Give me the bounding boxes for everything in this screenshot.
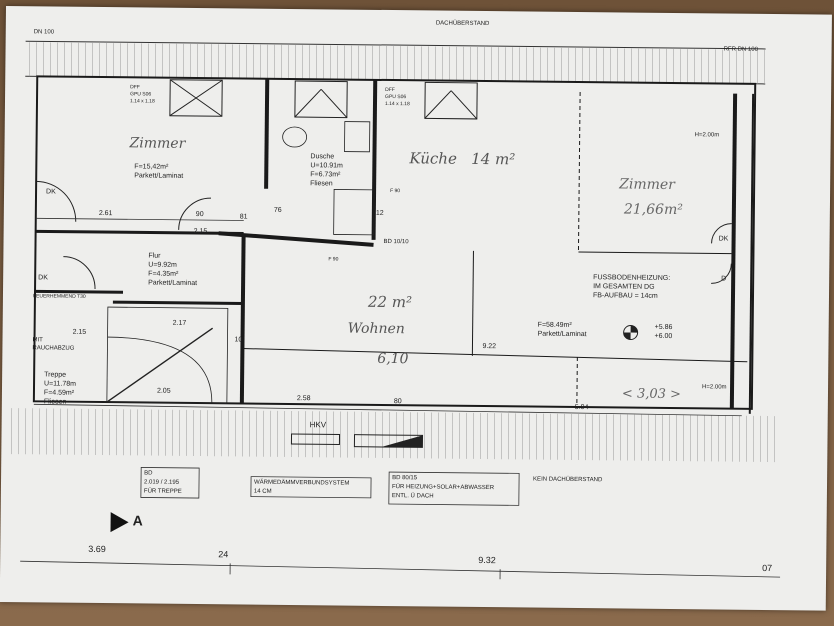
legend-bd80-1: BD 80/15 (392, 475, 418, 482)
dn-left-label: DN 100 (33, 29, 55, 36)
legend-bd-stair-1: BD (144, 470, 153, 477)
wohnen-handwritten-area: 22 m² (367, 292, 413, 312)
zimmer1-handwritten: Zimmer (129, 135, 186, 152)
dim-24: 24 (218, 549, 229, 560)
size-label-2: 1.14 x 1.18 (384, 100, 410, 108)
dim-369: 3.69 (88, 543, 106, 555)
flur-f: F=4.35m² (148, 270, 179, 278)
floor-plan-sheet: DACHÜBERSTAND DN 100 RFR DN 100 DFF GPU … (0, 6, 832, 611)
dk-2: DK (38, 274, 48, 282)
wohnen-floor: Parkett/Laminat (537, 330, 587, 339)
heizung-line-3: FB-AUFBAU = 14cm (592, 292, 658, 300)
f90-b: F 90 (328, 256, 339, 263)
dusche-f: F=6.73m² (310, 171, 341, 179)
dim-90: 90 (195, 210, 204, 219)
flur-name: Flur (148, 252, 161, 260)
dim-217: 2.17 (172, 319, 187, 327)
dk-1: DK (46, 188, 56, 196)
level-marker (623, 325, 639, 341)
bathroom-fixtures (282, 121, 375, 236)
wohnen-handwritten: Wohnen (347, 320, 405, 338)
dk-3: DK (718, 235, 729, 243)
top-label: DACHÜBERSTAND (435, 20, 490, 28)
zimmer1-area: F=15,42m² (134, 163, 169, 171)
heizung-line-2: IM GESAMTEN DG (593, 283, 655, 291)
treppe-u: U=11.78m (44, 380, 77, 388)
heizung-line-1: FUSSBODENHEIZUNG: (593, 274, 671, 282)
height-note: H=2.00m (702, 384, 727, 391)
dim-215b: 2.15 (72, 328, 87, 336)
dim-922: 9.22 (482, 343, 497, 351)
f90-a: F 90 (390, 188, 401, 195)
legend-bd-stair-2: 2.019 / 2.195 (143, 479, 180, 486)
flur-u: U=9.92m (148, 261, 177, 269)
treppe-f: F=4.59m² (43, 389, 75, 397)
zimmer2-handwritten-area: 21,66m² (623, 201, 683, 219)
legend-kein: KEIN DACHÜBERSTAND (533, 476, 603, 484)
dim-261: 2.61 (98, 209, 113, 218)
rfr-label: RFR DN 100 (723, 46, 758, 53)
legend-waerme-2: 14 CM (253, 488, 272, 495)
dim-10: 10 (234, 336, 243, 344)
legend-bd80-2: FÜR HEIZUNG+SOLAR+ABWASSER (391, 484, 495, 492)
flur-floor: Parkett/Laminat (148, 279, 198, 288)
size-label-1: 1.14 x 1.18 (129, 98, 155, 105)
rauchabzug: MIT RAUCHABZUG (32, 337, 75, 352)
dim-81: 81 (239, 213, 248, 221)
dim-215a: 2.15 (193, 227, 208, 236)
level-2: +6.00 (654, 332, 673, 340)
dim-932: 9.32 (478, 554, 496, 566)
north-label: A (132, 512, 143, 529)
legend-waerme-1: WÄRMEDÄMMVERBUNDSYSTEM (253, 479, 350, 487)
floor-plan-drawing (11, 40, 781, 580)
dim-205: 2.05 (156, 387, 171, 395)
hkv-label: HKV (309, 420, 327, 430)
level-1: +5.86 (654, 323, 673, 331)
dim-76: 76 (273, 206, 282, 214)
dim-258: 2.58 (296, 395, 311, 403)
zimmer2-height: H=2.00m (694, 132, 720, 139)
hkv-symbol (290, 433, 424, 448)
dim-594: 5.94 (574, 403, 589, 412)
dim-80: 80 (393, 398, 402, 406)
legend-boxes (140, 467, 520, 506)
kueche-handwritten: Küche 14 m² (409, 149, 516, 169)
dim-07: 07 (762, 562, 773, 574)
north-arrow-icon (110, 512, 129, 533)
legend-bd-stair-3: FÜR TREPPE (143, 488, 182, 495)
zimmer2-handwritten: Zimmer (619, 176, 675, 194)
roof-windows (169, 79, 478, 120)
wohnen-handwritten-dim: 6,10 (377, 350, 409, 368)
treppe-name: Treppe (44, 371, 67, 379)
legend-bd80-3: ENTL. Ü DACH (391, 493, 434, 500)
zimmer1-floor: Parkett/Laminat (134, 172, 184, 180)
d-1: D (721, 275, 727, 283)
dusche-u: U=10.91m (310, 162, 343, 170)
hand-303: < 3,03 > (621, 386, 682, 403)
dim-12: 12 (375, 209, 384, 217)
stair (106, 306, 229, 404)
dimension-lines (20, 217, 781, 580)
wohnen-f: F=58.49m² (537, 321, 572, 329)
doors (36, 180, 732, 289)
dusche-name: Dusche (310, 153, 335, 161)
roof-hatch-lines (29, 42, 765, 84)
dusche-floor: Fliesen (310, 180, 333, 188)
bd-1010: BD 10/10 (383, 238, 409, 246)
feuerhemmend: FEUERHEMMEND T30 (32, 293, 86, 300)
treppe-floor: Fliesen (43, 398, 67, 406)
